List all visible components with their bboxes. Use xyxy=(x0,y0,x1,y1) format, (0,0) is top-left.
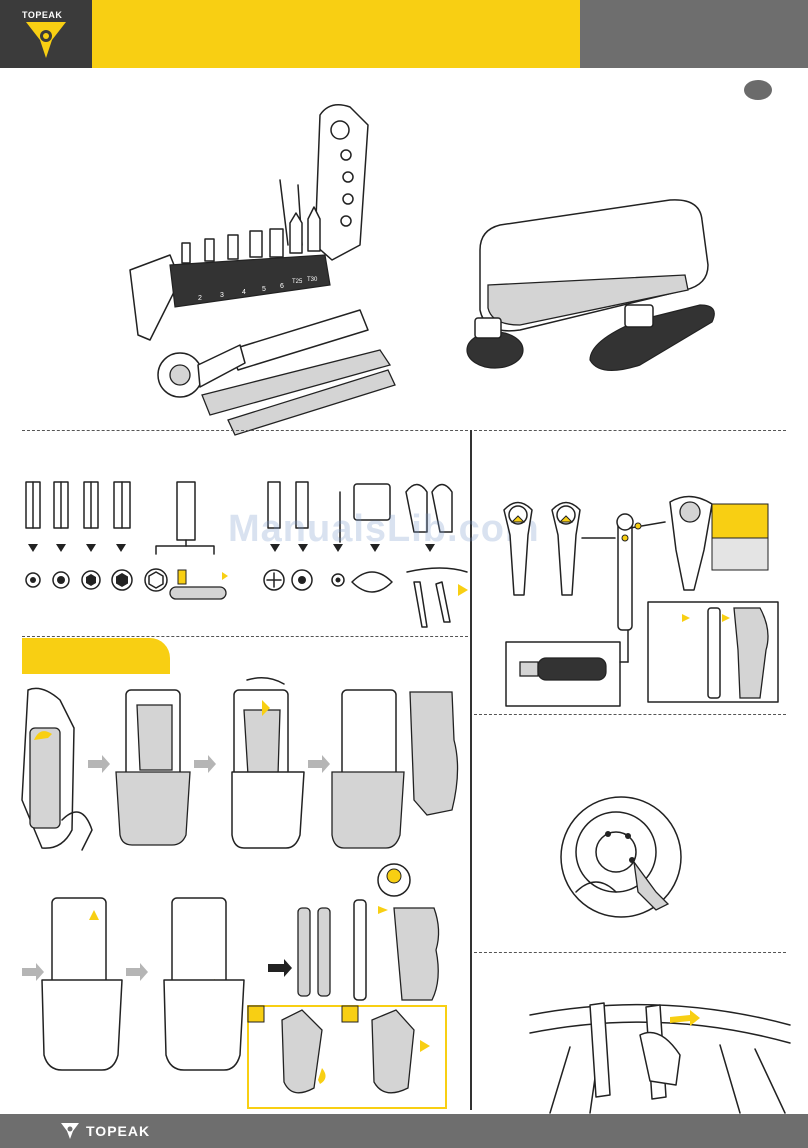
footer-brand-text: TOPEAK xyxy=(86,1123,150,1139)
step-illustrations-row-2 xyxy=(22,860,468,1112)
bits-usage-diagram xyxy=(22,472,468,632)
bit-number-label: 3 xyxy=(220,292,224,299)
bit-number-label: T25 xyxy=(292,279,303,285)
header-logo-block: TOPEAK xyxy=(0,0,92,68)
storage-case-illustration xyxy=(440,190,730,385)
bit-number-label: T30 xyxy=(307,277,318,283)
step-illustrations-row-1 xyxy=(22,680,468,860)
bit-number-label: 6 xyxy=(280,283,284,290)
page-marker-dot xyxy=(744,80,772,100)
header-gray-band xyxy=(580,0,808,68)
section-divider xyxy=(474,430,786,431)
bit-number-label: 5 xyxy=(262,286,266,293)
bit-number-label: 2 xyxy=(198,295,202,302)
brake-disc-diagram xyxy=(556,792,686,922)
header-yellow-band xyxy=(92,0,580,68)
section-divider xyxy=(474,952,786,953)
multitool-illustration: 2 3 4 5 6 T25 T30 xyxy=(110,95,400,440)
topeak-tripod-logo-icon xyxy=(22,18,70,62)
section-tab xyxy=(22,638,170,674)
bit-number-label: 4 xyxy=(242,289,246,296)
section-divider xyxy=(22,636,468,637)
section-divider xyxy=(22,430,468,431)
header-brand-text: TOPEAK xyxy=(22,10,82,20)
footer-bar: TOPEAK xyxy=(0,1114,808,1148)
tire-lever-diagram xyxy=(530,985,800,1113)
wrench-ratchet-diagram xyxy=(490,490,780,715)
topeak-tripod-logo-icon xyxy=(60,1122,80,1140)
